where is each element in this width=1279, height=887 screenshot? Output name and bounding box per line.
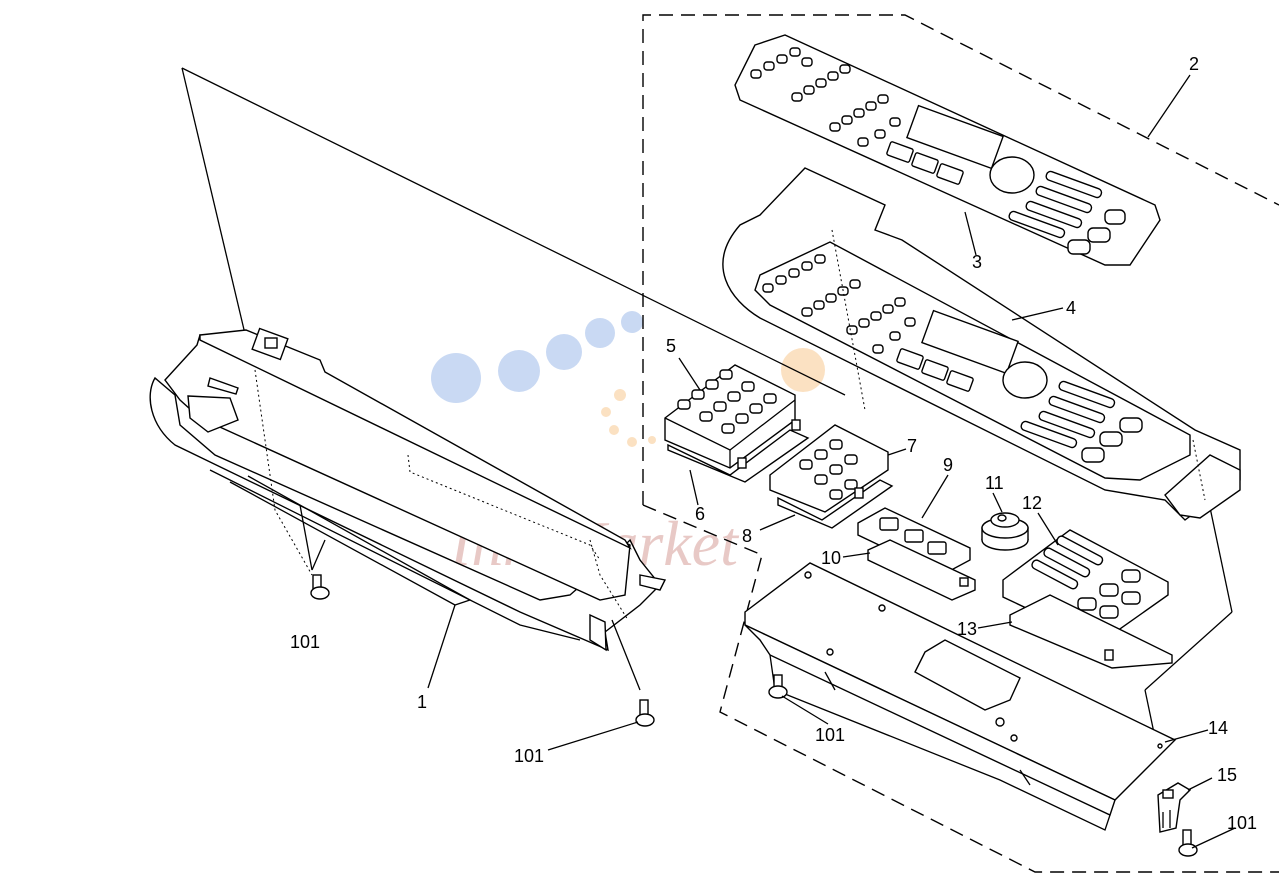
callout-3: 3 — [972, 252, 982, 272]
part-15-sensor — [1157, 782, 1192, 833]
callout-labels: 2 3 4 5 6 7 8 9 10 11 12 13 14 15 1 101 … — [290, 54, 1257, 833]
callout-9: 9 — [943, 455, 953, 475]
callout-11: 11 — [985, 473, 1004, 493]
part-1-lower-housing — [149, 327, 667, 691]
screw-101-left — [310, 574, 330, 600]
callout-12: 12 — [1022, 493, 1042, 513]
part-14-circuit-board — [744, 562, 1177, 831]
part-10-strip-base — [867, 539, 976, 601]
part-13-keypad-base — [1009, 594, 1173, 669]
callout-101-board: 101 — [815, 725, 845, 745]
callout-15: 15 — [1217, 765, 1237, 785]
guide-line — [181, 67, 251, 356]
part-8-keypad-base — [777, 479, 894, 529]
housing-button-holes — [762, 254, 916, 354]
callout-10: 10 — [821, 548, 841, 568]
callout-5: 5 — [666, 336, 676, 356]
callout-101-left: 101 — [290, 632, 320, 652]
part-3-panel-sheet — [734, 34, 1161, 266]
callout-2: 2 — [1189, 54, 1199, 74]
part-4-panel-housing — [722, 167, 1241, 521]
part-11-dial — [981, 512, 1029, 551]
assembly-boundary — [642, 14, 1279, 505]
assembly-boundary-lower — [642, 504, 1279, 873]
guide-line — [181, 67, 846, 396]
guide-line — [1207, 497, 1233, 613]
callout-6: 6 — [695, 504, 705, 524]
callout-7: 7 — [907, 436, 917, 456]
callout-8: 8 — [742, 526, 752, 546]
callout-1: 1 — [417, 692, 427, 712]
callout-14: 14 — [1208, 718, 1228, 738]
part-9-button-strip — [857, 507, 971, 576]
screw-101-board — [768, 674, 788, 699]
guide-line — [1144, 611, 1233, 691]
callout-13: 13 — [957, 619, 977, 639]
screw-guide — [311, 539, 326, 571]
callout-101-sensor: 101 — [1227, 813, 1257, 833]
leader-lines — [427, 74, 1236, 849]
callout-4: 4 — [1066, 298, 1076, 318]
screw-101-sensor — [1178, 829, 1198, 857]
part-7-keypad — [769, 424, 889, 513]
part-6-keypad-base — [667, 419, 810, 483]
part-5-keypad — [664, 364, 796, 469]
screw-101-center — [635, 699, 655, 727]
screw-guide — [299, 504, 313, 571]
screw-guide — [611, 619, 641, 691]
sheet-small-buttons — [750, 47, 901, 147]
callout-101-center: 101 — [514, 746, 544, 766]
